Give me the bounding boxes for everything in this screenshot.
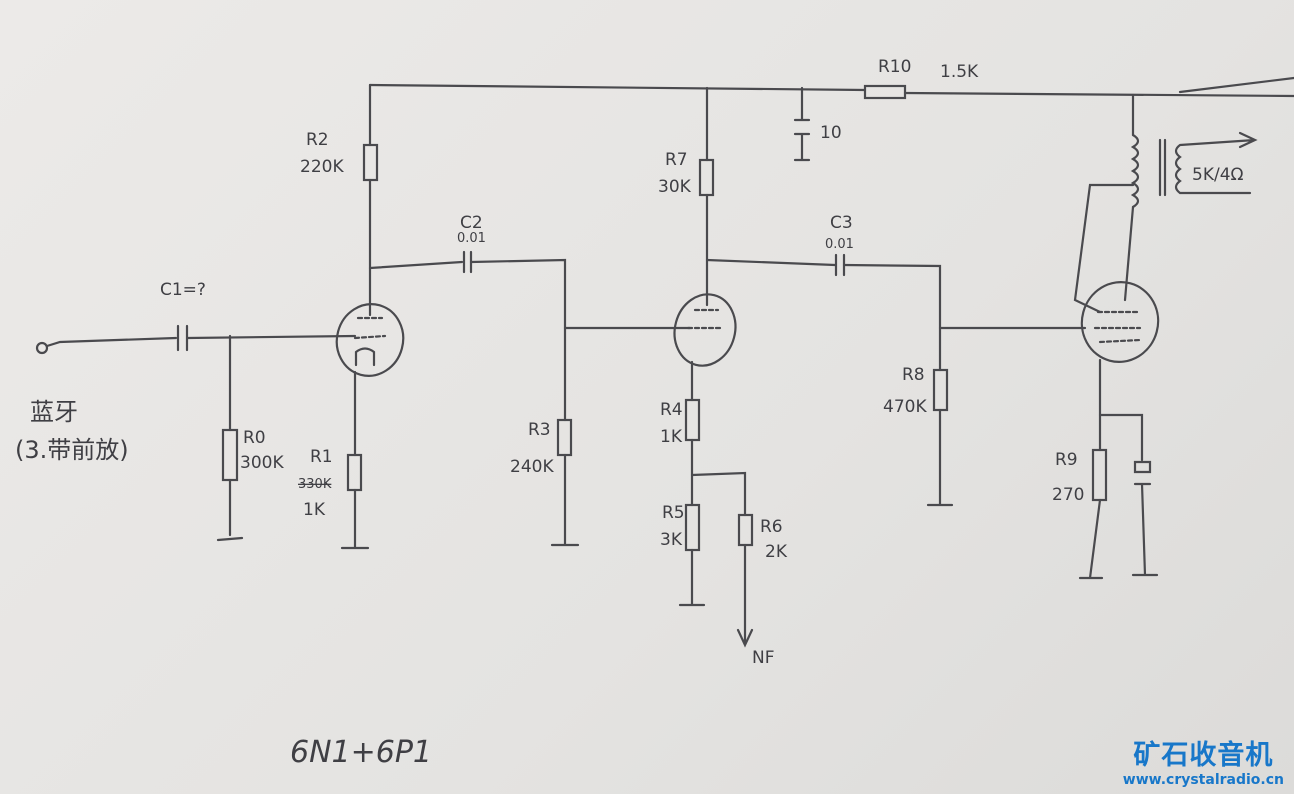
- label-r4-name: R4: [660, 400, 683, 420]
- stage-2: [563, 86, 954, 648]
- input-jack: [35, 324, 357, 542]
- label-r10-value: 1.5K: [940, 62, 979, 82]
- label-r5-value: 3K: [660, 530, 683, 550]
- label-r3-value: 240K: [510, 457, 554, 477]
- label-r2-name: R2: [306, 130, 329, 150]
- resistor-r0: [221, 428, 239, 482]
- resistor-r9: [1091, 448, 1108, 502]
- label-r7-name: R7: [665, 150, 688, 170]
- label-r1-name: R1: [310, 447, 333, 467]
- resistor-r3: [556, 418, 573, 457]
- tube-6n1-b: [673, 293, 737, 367]
- label-transformer: 5K/4Ω: [1192, 165, 1244, 185]
- label-c1: C1=?: [160, 280, 206, 300]
- tube-6p1: [1080, 281, 1160, 363]
- resistor-r4: [684, 398, 701, 442]
- stage-1: [335, 83, 580, 550]
- label-c2-value: 0.01: [457, 231, 486, 246]
- label-r9-value: 270: [1052, 485, 1084, 505]
- label-r0-value: 300K: [240, 453, 284, 473]
- capacitor-cathode: [1131, 460, 1159, 577]
- circuit-title: 6N1+6P1: [290, 735, 432, 770]
- tube-6n1-a: [335, 303, 405, 377]
- resistor-r6: [737, 513, 754, 547]
- stage-3: [938, 93, 1258, 580]
- label-r10-name: R10: [878, 57, 911, 77]
- label-c3-name: C3: [830, 213, 853, 233]
- label-r3-name: R3: [528, 420, 551, 440]
- transformer-primary: [1130, 133, 1140, 209]
- label-r1-struck: 330K: [298, 477, 332, 492]
- b-plus-rail: [368, 76, 1294, 100]
- label-r8-name: R8: [902, 365, 925, 385]
- label-c10: 10: [820, 123, 842, 143]
- label-input-sub: (3.带前放): [15, 436, 129, 464]
- label-c2-name: C2: [460, 213, 483, 233]
- watermark-title: 矿石收音机: [1133, 740, 1274, 771]
- label-r8-value: 470K: [883, 397, 927, 417]
- label-input: 蓝牙: [30, 398, 78, 426]
- capacitor-c3: [834, 253, 846, 277]
- label-r6-name: R6: [760, 517, 783, 537]
- capacitor-c1: [176, 324, 189, 352]
- watermark-url: www.crystalradio.cn: [1122, 772, 1284, 788]
- transformer-secondary: [1174, 131, 1258, 195]
- resistor-r10: [863, 84, 907, 100]
- label-r1-value: 1K: [303, 500, 326, 520]
- capacitor-10uf: [793, 86, 811, 162]
- label-nf: NF: [752, 648, 775, 668]
- resistor-r7: [698, 158, 715, 197]
- label-r2-value: 220K: [300, 157, 344, 177]
- resistor-r1: [346, 453, 363, 492]
- resistor-r2: [362, 143, 379, 182]
- label-c3-value: 0.01: [825, 237, 854, 252]
- watermark: 矿石收音机 www.crystalradio.cn: [1123, 733, 1284, 788]
- label-r9-name: R9: [1055, 450, 1078, 470]
- label-r7-value: 30K: [658, 177, 692, 197]
- label-r5-name: R5: [662, 503, 685, 523]
- resistor-r5: [684, 503, 701, 552]
- label-r0-name: R0: [243, 428, 266, 448]
- label-r4-value: 1K: [660, 427, 683, 447]
- label-r6-value: 2K: [765, 542, 788, 562]
- resistor-r8: [932, 368, 949, 412]
